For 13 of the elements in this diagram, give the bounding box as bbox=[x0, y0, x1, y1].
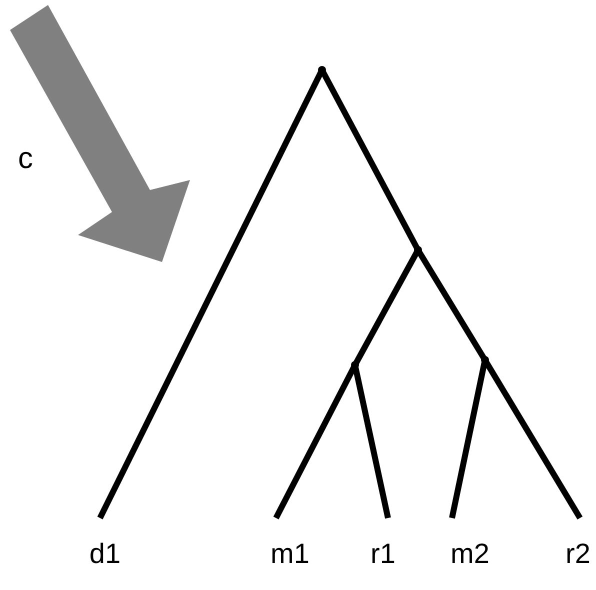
taxon-label: r1 bbox=[370, 538, 396, 570]
tree-branch bbox=[319, 68, 421, 252]
tree-branch bbox=[415, 248, 488, 362]
branch-point bbox=[318, 66, 326, 74]
taxon-label: m1 bbox=[270, 538, 310, 570]
tree-branch bbox=[352, 248, 421, 366]
branch-point bbox=[481, 356, 489, 364]
taxon-label: m2 bbox=[450, 538, 490, 570]
taxon-label: d1 bbox=[89, 538, 121, 570]
character-label: c bbox=[18, 142, 33, 176]
branch-point bbox=[351, 361, 359, 369]
taxon-label: r2 bbox=[566, 538, 590, 570]
branch-point bbox=[414, 246, 422, 254]
